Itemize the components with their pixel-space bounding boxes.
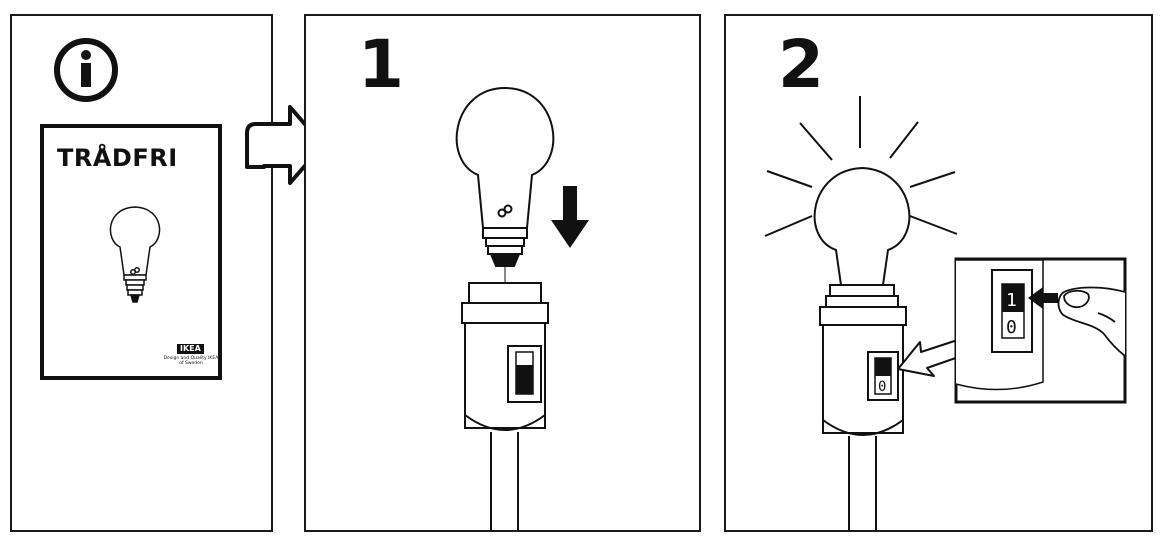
- switch-on-label-small: 1: [878, 360, 886, 376]
- switch-off-label: 0: [1006, 317, 1017, 338]
- lamp-cord: [490, 432, 519, 531]
- bulb: [455, 86, 555, 267]
- socket-switch: [507, 345, 542, 403]
- step1-number: 1: [358, 26, 404, 103]
- inset-switch: 1 0: [991, 269, 1033, 353]
- socket-switch-on: 1 0: [867, 351, 899, 401]
- brand-caption: Design and Quality IKEA of Sweden: [163, 356, 219, 366]
- lamp-socket: [461, 282, 549, 431]
- arrow-down-icon: [551, 186, 589, 248]
- lamp-socket-2: [819, 306, 907, 436]
- info-icon: [54, 38, 118, 102]
- press-arrow-icon: [1028, 287, 1058, 309]
- step2-number: 2: [778, 26, 824, 103]
- ikea-logo: IKEA: [177, 344, 204, 354]
- finger: [1057, 286, 1126, 357]
- lamp-cord-2: [848, 436, 877, 531]
- light-rays: [764, 96, 958, 237]
- lit-bulb: [813, 166, 911, 308]
- booklet-title: TRÅDFRI: [57, 144, 178, 172]
- booklet-bulb-icon: [109, 206, 161, 303]
- switch-on-label: 1: [1006, 290, 1017, 311]
- switch-off-label-small: 0: [878, 379, 886, 395]
